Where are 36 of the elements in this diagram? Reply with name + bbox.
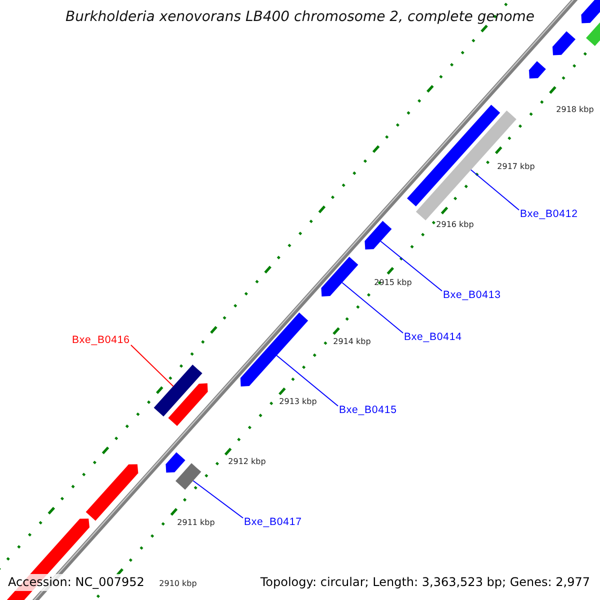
gene-segment (552, 31, 576, 56)
gene-segment (168, 383, 208, 426)
scale-label: 2910 kbp (159, 579, 197, 589)
scale-label: 2917 kbp (497, 162, 535, 172)
gene-segment (166, 452, 186, 473)
gene-block (176, 463, 202, 490)
gene-label: Bxe_B0413 (443, 289, 501, 302)
gene-segment (581, 0, 600, 24)
footer-text: Accession: NC_007952 (6, 574, 146, 591)
scale-label: 2916 kbp (436, 220, 474, 230)
scale-label: 2918 kbp (556, 105, 594, 115)
gene-segment (240, 312, 308, 386)
leader-line (130, 344, 174, 387)
scale-label: 2913 kbp (279, 397, 317, 407)
leader-line (470, 169, 520, 210)
gene-segment (321, 256, 358, 296)
leader-line (276, 355, 338, 406)
scale-label: 2914 kbp (333, 337, 371, 347)
gene-segment (364, 220, 392, 250)
scale-label: 2912 kbp (228, 457, 266, 467)
gene-label: Bxe_B0415 (339, 404, 397, 417)
gene-label: Bxe_B0417 (244, 516, 302, 529)
gene-block (154, 364, 202, 416)
gene-label: Bxe_B0412 (520, 208, 578, 221)
gene-segment (529, 61, 546, 78)
leader-line (380, 240, 442, 292)
scale-label: 2911 kbp (177, 518, 215, 528)
footer-text: Topology: circular; Length: 3,363,523 bp; Genes: 2,977 (258, 574, 592, 591)
scale-label: 2915 kbp (374, 278, 412, 288)
gene-block (416, 110, 516, 220)
gene-label: Bxe_B0414 (404, 331, 462, 344)
gene-label: Bxe_B0416 (72, 334, 130, 347)
title: Burkholderia xenovorans LB400 chromosome 2, complete genome (64, 9, 536, 25)
gene-segment (86, 464, 138, 521)
leader-line (342, 282, 404, 334)
leader-line (192, 480, 244, 518)
